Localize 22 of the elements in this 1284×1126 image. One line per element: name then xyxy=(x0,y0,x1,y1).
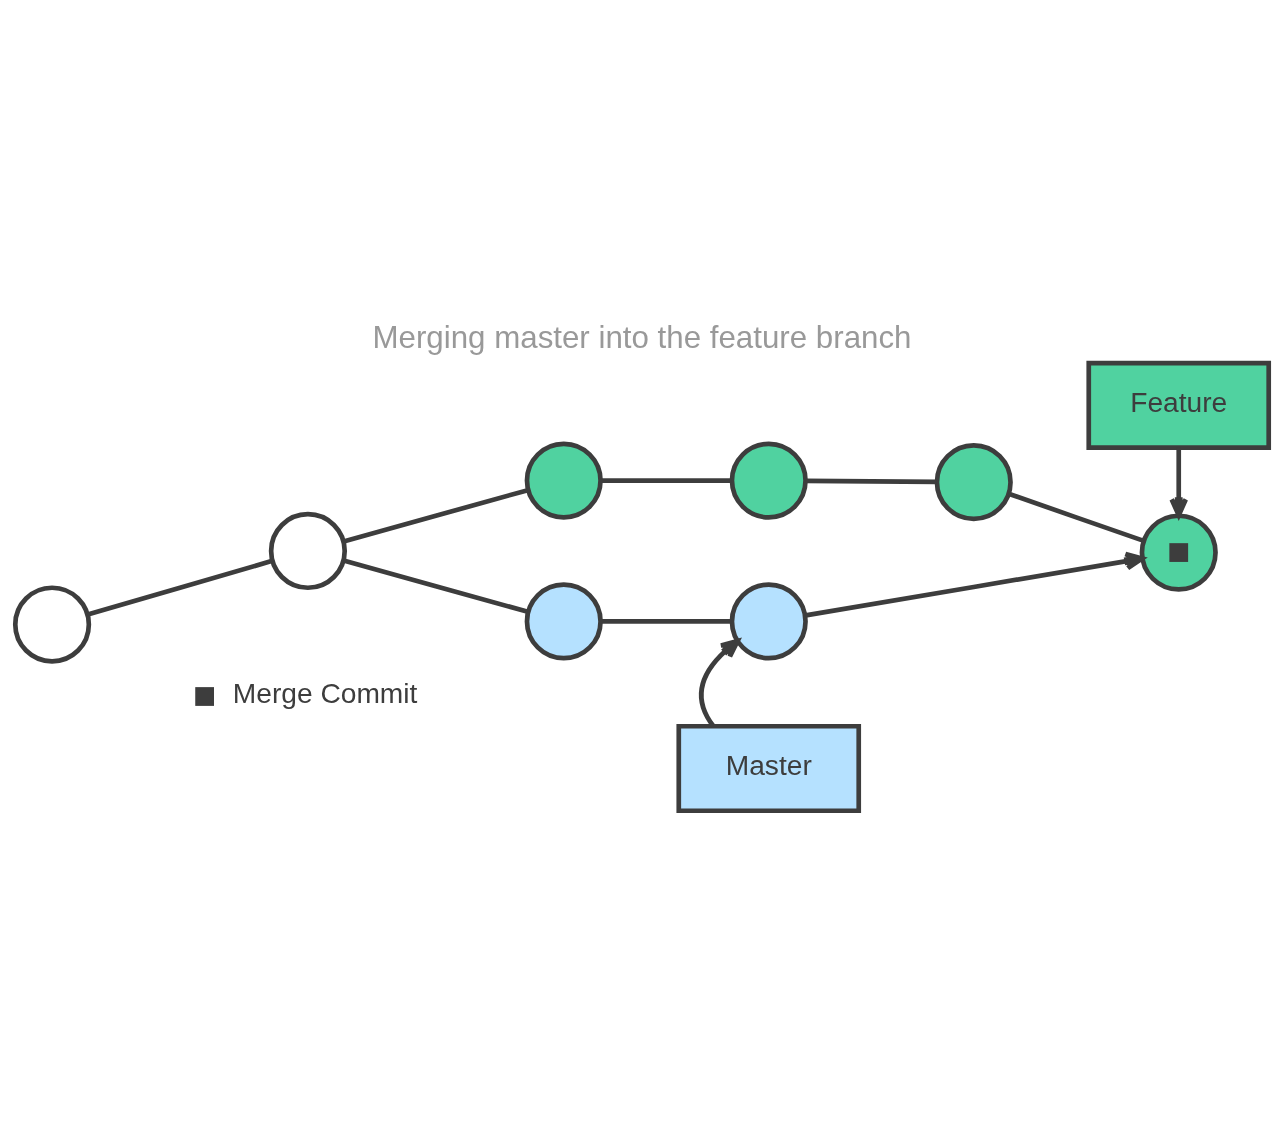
connector xyxy=(805,478,937,484)
node-box: Master xyxy=(676,723,862,813)
node-circle xyxy=(524,581,603,660)
node-circle xyxy=(729,440,808,520)
node-box: Feature xyxy=(1086,360,1272,450)
legend-label: Merge Commit xyxy=(232,677,418,709)
node-circle xyxy=(729,581,808,660)
arrow xyxy=(1169,447,1189,518)
arrow xyxy=(805,551,1145,618)
node-circle xyxy=(524,440,603,520)
connector xyxy=(1007,491,1145,543)
arrow xyxy=(699,638,740,727)
connector xyxy=(600,618,732,624)
node-circle xyxy=(934,442,1013,521)
connector xyxy=(342,487,529,544)
connector xyxy=(87,558,274,617)
node-circle xyxy=(12,584,92,664)
connector xyxy=(342,557,529,614)
node-circle xyxy=(1139,512,1218,592)
diagram-title: Merging master into the feature branch xyxy=(372,319,912,355)
node-circle xyxy=(268,511,348,590)
connector xyxy=(600,477,732,483)
